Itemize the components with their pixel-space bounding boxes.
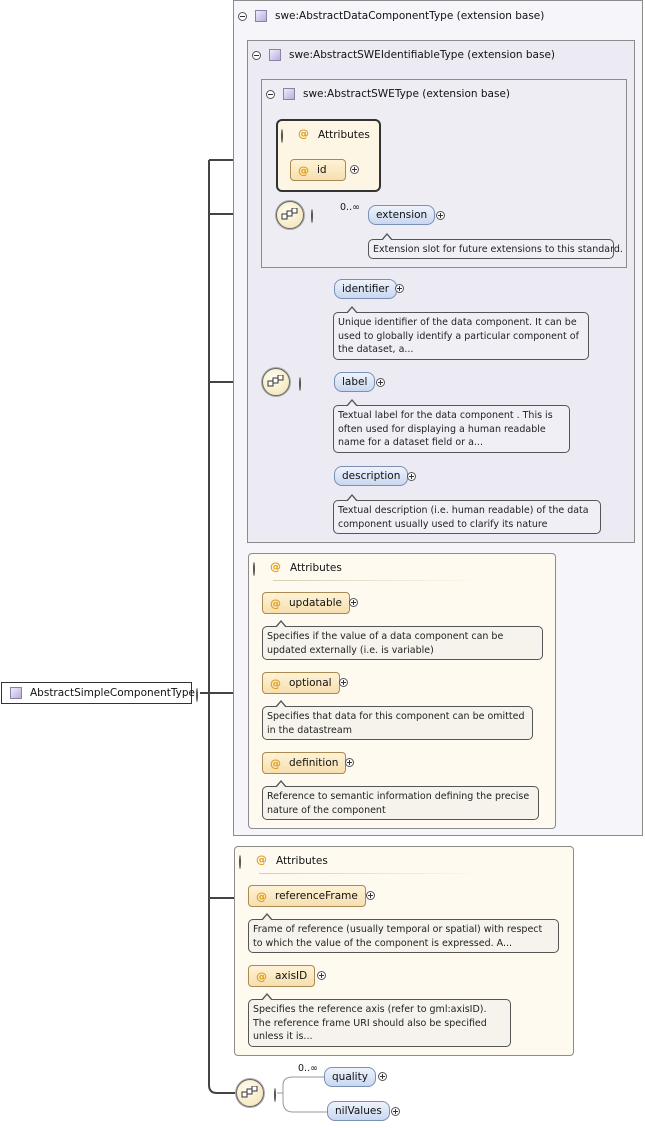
attribute-doc: Reference to semantic information defini… — [262, 780, 539, 820]
root-element-label: AbstractSimpleComponentType — [30, 687, 196, 699]
extension-header: swe:AbstractDataComponentType (extension… — [238, 10, 544, 22]
expand-toggle[interactable] — [339, 678, 348, 687]
attribute-icon: @ — [270, 756, 281, 770]
attribute-name: id — [317, 164, 327, 176]
expand-toggle[interactable] — [391, 1107, 400, 1116]
divider — [259, 873, 489, 874]
cardinality-label: 0..∞ — [340, 202, 360, 213]
root-element[interactable]: AbstractSimpleComponentType — [1, 682, 196, 704]
attribute-icon: @ — [270, 596, 281, 610]
expand-toggle[interactable] — [350, 165, 359, 174]
attribute-id[interactable]: @ id — [290, 159, 346, 181]
extension-title: swe:AbstractSWEIdentifiableType (extensi… — [289, 49, 556, 61]
element-identifier[interactable]: identifier — [334, 279, 398, 299]
collapse-toggle[interactable] — [266, 89, 275, 99]
divider — [273, 580, 483, 581]
element-doc: Unique identifier of the data component.… — [333, 306, 589, 360]
complex-type-icon — [10, 687, 22, 699]
attribute-name: referenceFrame — [275, 890, 358, 902]
attributes-title: Attributes — [318, 129, 370, 141]
sequence-compositor-icon[interactable] — [276, 201, 304, 229]
attribute-referenceFrame[interactable]: @ referenceFrame — [248, 885, 366, 907]
attribute-icon: @ — [256, 969, 267, 983]
attribute-axisID[interactable]: @ axisID — [248, 965, 316, 987]
attribute-icon: @ — [298, 163, 309, 177]
attribute-icon: @ — [270, 676, 281, 690]
collapse-toggle[interactable] — [238, 11, 247, 21]
attribute-icon: @ — [256, 853, 267, 866]
extension-title: swe:AbstractSWEType (extension base) — [303, 88, 511, 100]
root-collapse-toggle[interactable] — [196, 688, 198, 702]
sequence-collapse-toggle[interactable] — [311, 209, 313, 223]
sequence-compositor-icon[interactable] — [236, 1079, 264, 1107]
collapse-toggle[interactable] — [239, 855, 241, 869]
extension-title: swe:AbstractDataComponentType (extension… — [275, 10, 545, 22]
attribute-doc: Specifies that data for this component c… — [262, 700, 533, 740]
extension-header: swe:AbstractSWEIdentifiableType (extensi… — [252, 49, 555, 61]
attributes-title: Attributes — [290, 562, 342, 574]
expand-toggle[interactable] — [345, 758, 354, 767]
complex-type-icon — [255, 10, 267, 22]
attribute-optional[interactable]: @ optional — [262, 672, 340, 694]
attribute-definition[interactable]: @ definition — [262, 752, 347, 774]
attribute-name: axisID — [275, 970, 308, 982]
element-quality[interactable]: quality — [324, 1067, 376, 1087]
attribute-icon: @ — [256, 889, 267, 903]
attributes-title: Attributes — [276, 855, 328, 867]
attribute-icon: @ — [270, 560, 281, 573]
attribute-doc: Frame of reference (usually temporal or … — [248, 913, 559, 953]
collapse-toggle[interactable] — [281, 129, 283, 143]
element-label[interactable]: label — [334, 372, 376, 392]
expand-toggle[interactable] — [378, 1072, 387, 1081]
attribute-name: optional — [289, 677, 332, 689]
attributes-group-swe: @ Attributes @ id — [276, 119, 381, 192]
expand-toggle[interactable] — [366, 891, 375, 900]
element-extension[interactable]: extension — [368, 205, 436, 225]
attribute-icon: @ — [298, 127, 309, 140]
expand-toggle[interactable] — [349, 598, 358, 607]
element-doc: Extension slot for future extensions to … — [368, 233, 623, 259]
attribute-doc: Specifies if the value of a data compone… — [262, 620, 543, 660]
attribute-name: definition — [289, 757, 339, 769]
collapse-toggle[interactable] — [252, 50, 261, 60]
attribute-name: updatable — [289, 597, 343, 609]
collapse-toggle[interactable] — [253, 562, 255, 576]
sequence-collapse-toggle[interactable] — [299, 377, 301, 391]
cardinality-label: 0..∞ — [298, 1063, 318, 1074]
expand-toggle[interactable] — [376, 378, 385, 387]
complex-type-icon — [269, 49, 281, 61]
element-nilValues[interactable]: nilValues — [327, 1101, 390, 1121]
element-description[interactable]: description — [334, 466, 409, 486]
expand-toggle[interactable] — [317, 971, 326, 980]
expand-toggle[interactable] — [407, 472, 416, 481]
expand-toggle[interactable] — [395, 284, 404, 293]
attribute-updatable[interactable]: @ updatable — [262, 592, 351, 614]
sequence-compositor-icon[interactable] — [262, 368, 290, 396]
attribute-doc: Specifies the reference axis (refer to g… — [248, 993, 511, 1047]
element-doc: Textual label for the data component . T… — [333, 399, 570, 453]
extension-header: swe:AbstractSWEType (extension base) — [266, 88, 510, 100]
expand-toggle[interactable] — [436, 211, 445, 220]
element-doc: Textual description (i.e. human readable… — [333, 494, 601, 534]
complex-type-icon — [283, 88, 295, 100]
sequence-collapse-toggle[interactable] — [274, 1088, 276, 1102]
